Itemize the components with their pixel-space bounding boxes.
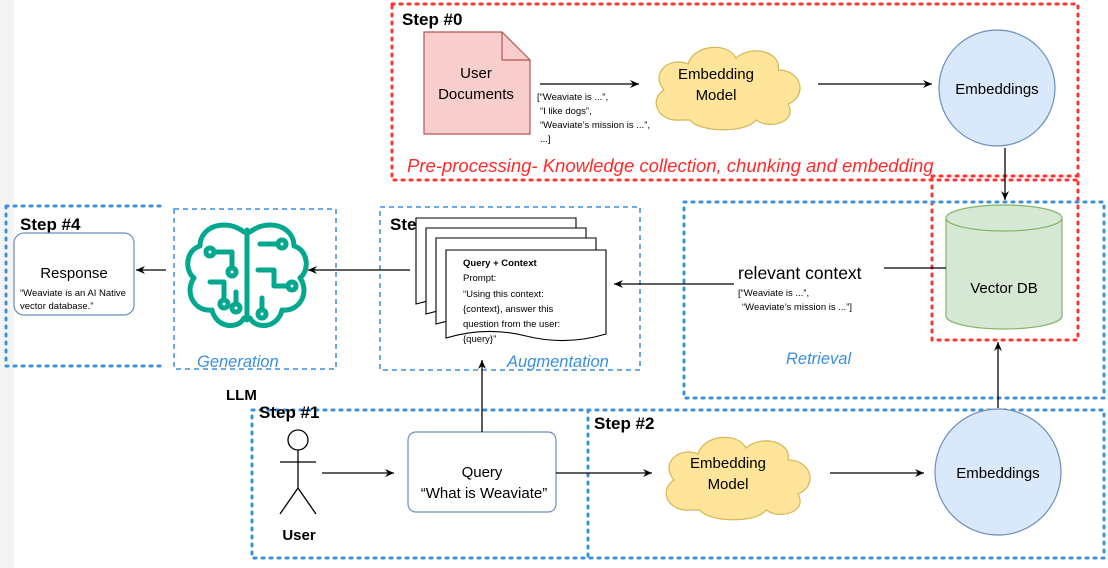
embedding-model-bottom-line1: Embedding (690, 455, 766, 472)
user-documents-line2: Documents (438, 86, 514, 103)
response-frame (4, 204, 162, 368)
llm-brain-icon (185, 222, 309, 328)
chunk-4: ...] (540, 134, 551, 145)
prompt-document-stack: Query + Context Prompt: “Using this cont… (415, 217, 607, 345)
prompt-line-1: Prompt: (463, 273, 496, 284)
embedding-model-bottom-node: Embedding Model (665, 436, 811, 521)
response-node: Response “Weaviate is an AI Native vecto… (13, 232, 135, 316)
prompt-line-4: question from the user: (463, 319, 560, 330)
left-rail (0, 0, 14, 568)
user-stick-figure (279, 429, 317, 515)
llm-label: LLM (226, 387, 257, 404)
retrieval-frame (682, 200, 1106, 400)
embedding-model-top-line2: Model (696, 87, 737, 104)
user-documents-line1: User (460, 65, 492, 82)
prompt-line-2: “Using this context: (463, 289, 544, 300)
query-text: “What is Weaviate” (421, 485, 547, 502)
augmentation-caption: Augmentation (506, 353, 609, 371)
augmentation-frame (379, 206, 641, 371)
embedding-model-bottom-line2: Model (708, 476, 749, 493)
step-4-label: Step #4 (20, 215, 81, 234)
generation-caption: Generation (197, 353, 279, 371)
prompt-line-3: {context}, answer this (463, 304, 554, 315)
retrieved-chunk-2: “Weaviate’s mission is ...”] (742, 302, 852, 313)
preprocessing-frame (390, 2, 1080, 182)
query-node: Query “What is Weaviate” (407, 431, 557, 513)
embeddings-top-node: Embeddings (938, 29, 1056, 147)
step-1-label: Step #1 (259, 403, 319, 422)
user-documents-node: User Documents (423, 31, 531, 135)
relevant-context-heading: relevant context (738, 263, 862, 283)
step-2-label: Step #2 (594, 414, 654, 433)
embeddings-bottom-label: Embeddings (956, 465, 1039, 482)
vector-db-label: Vector DB (970, 280, 1038, 297)
response-title: Response (40, 265, 108, 282)
user-label: User (282, 527, 316, 544)
chunk-3: “Weaviate’s mission is ...”, (540, 120, 650, 131)
query-title: Query (462, 464, 503, 481)
vector-db-node: Vector DB (945, 204, 1063, 330)
embedding-model-top-line1: Embedding (678, 66, 754, 83)
chunk-1: [“Weaviate is ...”, (537, 92, 608, 103)
step-0-label: Step #0 (402, 10, 462, 29)
embedding-model-top-node: Embedding Model (655, 46, 801, 131)
generation-frame (173, 208, 337, 370)
response-line-1: “Weaviate is an AI Native (20, 288, 126, 299)
prompt-line-5: {query}” (463, 334, 496, 345)
preprocessing-caption: Pre-processing- Knowledge collection, ch… (407, 155, 934, 176)
retrieved-chunk-1: [“Weaviate is ...”, (738, 288, 809, 299)
embeddings-bottom-node: Embeddings (934, 408, 1062, 536)
prompt-title: Query + Context (463, 258, 537, 269)
document-chunks: [“Weaviate is ...”, “I like dogs”, “Weav… (537, 92, 650, 145)
query-frame (250, 408, 1106, 560)
response-line-2: vector database.” (20, 301, 93, 312)
embeddings-top-label: Embeddings (955, 81, 1038, 98)
chunk-2: “I like dogs”, (540, 106, 592, 117)
retrieval-caption: Retrieval (786, 350, 852, 368)
